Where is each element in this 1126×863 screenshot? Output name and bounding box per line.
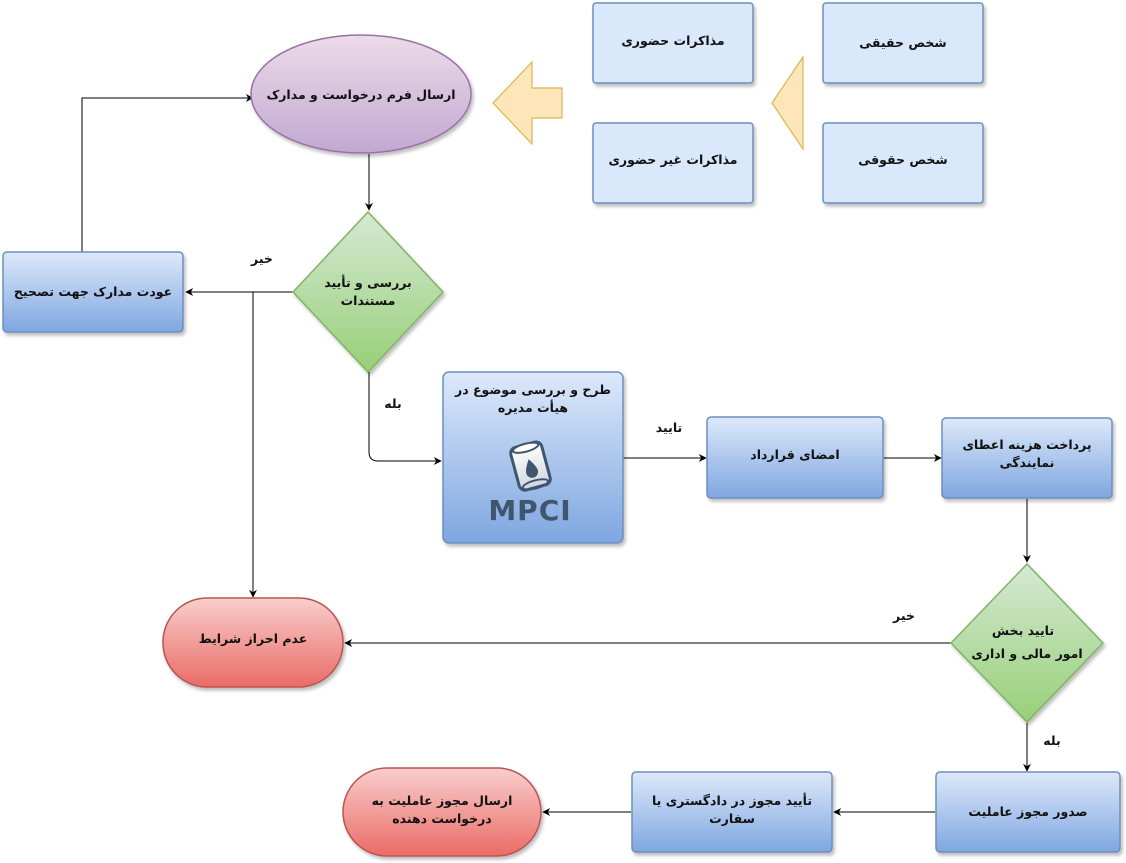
mpci-logo: MPCI [488,440,571,527]
edge-label-yes-2: بله [1043,733,1060,748]
node-return-documents-label: عودت مدارک جهت تصحیح [14,284,172,299]
node-legal-person: شخص حقوقی [822,122,984,204]
mpci-logo-text: MPCI [488,494,571,527]
node-natural-person-label: شخص حقیقی [859,35,946,50]
node-board-review: طرح و بررسی موضوع در هیأت مدیره MPCI [442,371,624,544]
node-issue-license: صدور مجوز عاملیت [935,771,1121,853]
edge-return-to-form [81,94,254,252]
node-finance-approval-line1: تایید بخش [992,623,1054,638]
oil-barrel-icon [509,440,552,492]
node-in-person-negotiation: مذاکرات حضوری [592,2,754,84]
node-not-qualified-label: عدم احراز شرایط [199,631,308,647]
node-remote-negotiation: مذاکرات غیر حضوری [592,122,754,204]
arrow-left-icon [492,60,563,146]
node-send-license: ارسال مجوز عاملیت به درخواست دهنده [342,767,542,857]
edge-review-to-board [368,372,442,465]
node-verify-license: تأیید مجوز در دادگستری یا سفارت [631,771,833,853]
edge-label-no-2: خیر [892,608,915,623]
node-verify-license-line1: تأیید مجوز در دادگستری یا [652,792,812,808]
node-send-license-line2: درخواست دهنده [392,811,491,826]
node-return-documents: عودت مدارک جهت تصحیح [2,251,184,333]
triangle-left-icon [771,55,804,151]
node-natural-person: شخص حقیقی [822,2,984,84]
node-board-review-line1: طرح و بررسی موضوع در [454,382,611,397]
node-review-label-line1: بررسی و تأیید [324,274,411,290]
node-review-label-line2: مستندات [341,293,396,308]
node-submit-form-label: ارسال فرم درخواست و مدارک [266,87,455,103]
node-submit-form: ارسال فرم درخواست و مدارک [250,34,472,154]
node-finance-approval-line2: امور مالی و اداری [971,646,1082,661]
edges [81,94,1031,816]
node-not-qualified: عدم احراز شرایط [162,597,344,688]
node-remote-negotiation-label: مذاکرات غیر حضوری [608,152,737,167]
node-send-license-line1: ارسال مجوز عاملیت به [372,793,513,808]
edge-label-approve: تایید [656,420,682,435]
node-sign-contract-label: امضای قرارداد [750,447,839,462]
node-finance-approval: تایید بخش امور مالی و اداری [949,562,1105,724]
node-issue-license-label: صدور مجوز عاملیت [968,804,1087,819]
node-in-person-negotiation-label: مذاکرات حضوری [621,33,724,48]
node-board-review-line2: هیأت مدیره [498,399,568,415]
node-verify-license-line2: سفارت [709,811,755,826]
node-payment: پرداخت هزینه اعطای نمایندگی [941,417,1113,499]
edge-label-no-1: خیر [250,251,273,266]
node-legal-person-label: شخص حقوقی [858,152,947,167]
node-payment-line1: پرداخت هزینه اعطای [962,437,1091,452]
edge-label-yes-1: بله [384,396,401,411]
node-payment-line2: نمایندگی [1000,455,1055,470]
node-review-documents: بررسی و تأیید مستندات [291,210,445,374]
node-sign-contract: امضای قرارداد [706,416,884,499]
